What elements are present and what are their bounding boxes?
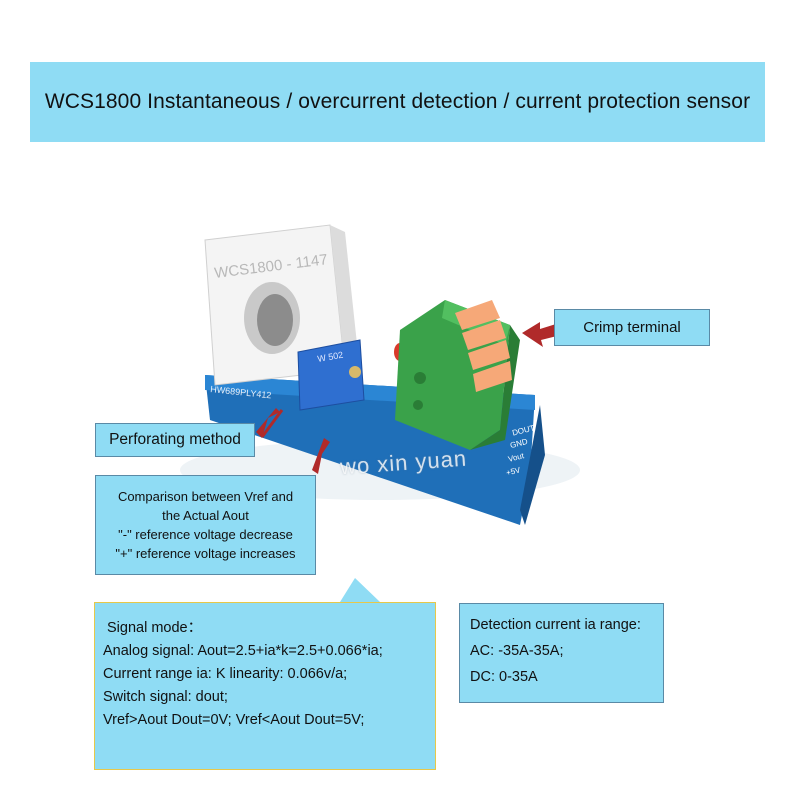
detection-range-line: AC: -35A-35A; [470,643,564,659]
callout-comparison: Comparison between Vref and the Actual A… [95,475,316,575]
title-text: WCS1800 Instantaneous / overcurrent dete… [44,90,751,113]
detection-range-box: Detection current ia range: AC: -35A-35A… [459,603,664,703]
arrow-perforating-line [260,409,284,438]
callout-crimp-text: Crimp terminal [583,319,681,336]
signal-mode-line: Analog signal: Aout=2.5+ia*k=2.5+0.066*i… [103,643,383,659]
detection-range-heading: Detection current ia range: [470,617,641,633]
current-sensor: WCS1800 - 1147 [204,224,360,386]
signal-mode-line: Vref>Aout Dout=0V; Vref<Aout Dout=5V; [103,712,365,728]
comparison-line: "-" reference voltage decrease [118,527,293,542]
pot-marking: W 502 [317,350,344,364]
signal-mode-line: Current range ia: K linearity: 0.066v/a; [103,666,348,682]
signal-callout-tail [340,578,380,602]
comparison-line: the Actual Aout [162,508,249,523]
signal-mode-box: Signal mode： Analog signal: Aout=2.5+ia*… [94,602,436,770]
callout-crimp-terminal: Crimp terminal [554,309,710,346]
arrow-perforating [256,408,280,438]
callout-perforating-method: Perforating method [95,423,255,457]
comparison-line: Comparison between Vref and [117,489,294,504]
potentiometer: W 502 [297,339,365,411]
arrow-crimp [522,322,557,347]
comparison-line: "+" reference voltage increases [115,546,296,561]
signal-mode-heading: Signal mode： [107,620,203,636]
signal-mode-line: Switch signal: dout; [103,689,228,705]
crimp-terminal-block [395,300,520,450]
detection-range-line: DC: 0-35A [470,669,538,685]
callout-perforating-text: Perforating method [109,431,241,448]
arrow-comparison [312,438,330,474]
title-banner: WCS1800 Instantaneous / overcurrent dete… [30,62,765,142]
